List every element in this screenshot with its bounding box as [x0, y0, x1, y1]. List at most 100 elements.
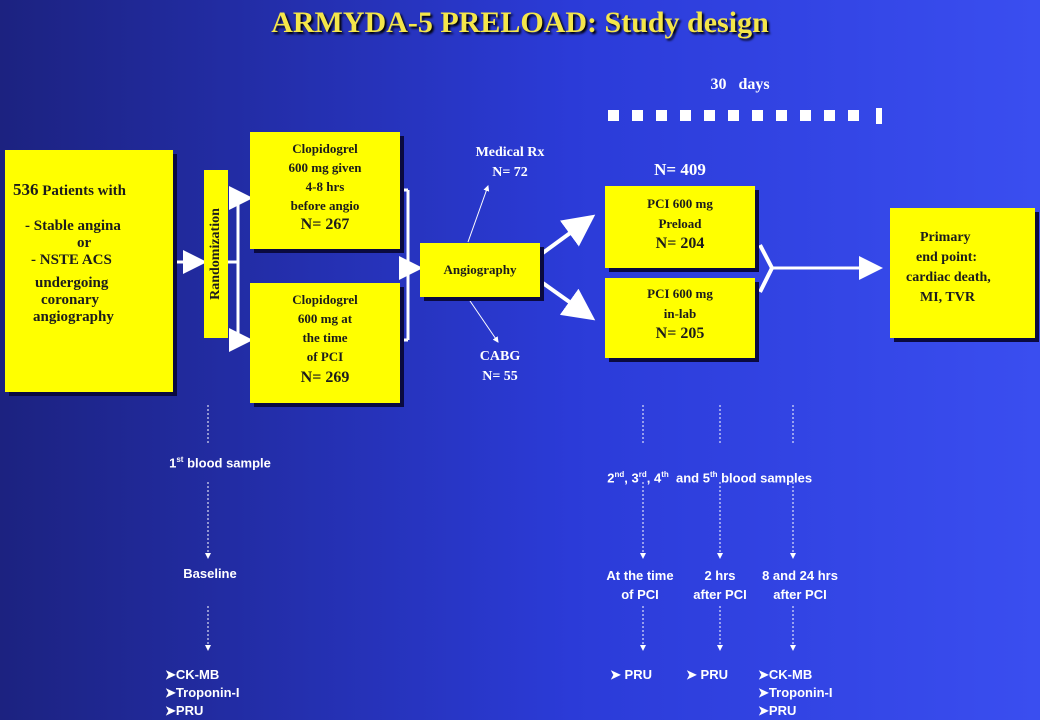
arm-a-line1: Clopidogrel	[292, 141, 358, 156]
patients-line2: - Stable angina	[25, 218, 121, 234]
timepoint-8-24hrs: 8 and 24 hrs after PCI	[750, 566, 850, 604]
later-e: blood samples	[717, 470, 813, 486]
timeline-square	[728, 110, 739, 121]
timepoint-at-pci-line2: of PCI	[621, 587, 659, 602]
first-sample-label: 1st blood sample	[150, 455, 290, 470]
arrowhead-icon: ➤	[610, 667, 621, 682]
arrow-cabg	[467, 297, 499, 343]
arrowhead-icon: ➤	[165, 667, 176, 682]
arm-a-box: Clopidogrel 600 mg given 4-8 hrs before …	[250, 132, 400, 249]
patients-with-label: Patients with	[38, 183, 126, 199]
pci-inlab-line2: in-lab	[663, 306, 697, 321]
arm-a-line4: before angio	[290, 198, 360, 213]
later-d: and 5	[668, 470, 710, 486]
angiography-label: Angiography	[443, 262, 517, 277]
days-label: 30 days	[710, 76, 770, 93]
arrowhead-icon: ➤	[165, 685, 176, 700]
timepoint-2hrs-line1: 2 hrs	[704, 568, 736, 583]
later-a: 2	[607, 470, 615, 486]
timeline-square	[752, 110, 763, 121]
arrowhead-icon: ➤	[758, 667, 769, 682]
later-samples-label: 2nd, 3rd, 4th and 5th blood samples	[600, 455, 850, 485]
first-sample-sup: st	[176, 455, 184, 464]
later-a-sup: nd	[614, 470, 625, 479]
later-b-sup: rd	[638, 470, 647, 479]
marker-item: ➤PRU	[165, 703, 204, 718]
timeline-square	[848, 110, 859, 121]
pci-inlab-box: PCI 600 mg in-lab N= 205	[605, 278, 755, 358]
arrowhead-icon: ➤	[758, 685, 769, 700]
arrowhead-icon: ➤	[686, 667, 697, 682]
endpoint-line4: MI, TVR	[920, 290, 975, 305]
cabg-label: CABG N= 55	[450, 347, 550, 387]
arm-a-n: N= 267	[300, 216, 350, 233]
marker-item: ➤CK-MB	[758, 667, 813, 682]
pci-total-n: N= 409	[654, 160, 706, 179]
medical-rx-title: Medical Rx	[475, 145, 545, 160]
arm-b-line1: Clopidogrel	[292, 292, 358, 307]
marker-item: ➤ PRU	[610, 667, 652, 682]
patients-line7: angiography	[33, 309, 114, 325]
pci-preload-n: N= 204	[655, 235, 705, 252]
timeline-square	[632, 110, 643, 121]
later-b: , 3	[624, 470, 639, 486]
marker-item: ➤Troponin-I	[165, 685, 240, 700]
patients-line4: - NSTE ACS	[31, 252, 112, 268]
patients-line1: 536 Patients with	[5, 180, 173, 200]
markers-2hrs: ➤ PRU	[686, 666, 728, 684]
patients-count: 536	[13, 180, 39, 199]
pci-preload-box: PCI 600 mg Preload N= 204	[605, 186, 755, 268]
endpoint-line3: cardiac death,	[906, 270, 991, 285]
pci-preload-line2: Preload	[658, 216, 702, 231]
endpoint-line1: Primary	[920, 230, 971, 245]
angiography-box: Angiography	[420, 243, 540, 297]
timepoint-at-pci: At the time of PCI	[595, 566, 685, 604]
arrow-medical-rx	[467, 185, 490, 243]
timeline-square	[680, 110, 691, 121]
timeline-square	[876, 108, 882, 124]
timepoint-8-24hrs-line2: after PCI	[773, 587, 827, 602]
timeline-square	[800, 110, 811, 121]
pci-inlab-line1: PCI 600 mg	[647, 286, 713, 301]
arm-b-line4: of PCI	[306, 349, 344, 364]
timeline-square	[656, 110, 667, 121]
timepoint-2hrs: 2 hrs after PCI	[680, 566, 760, 604]
arm-b-line2: 600 mg at	[297, 311, 353, 326]
medical-rx-n: N= 72	[492, 165, 528, 180]
timepoint-2hrs-line2: after PCI	[693, 587, 747, 602]
patients-line5: undergoing	[35, 275, 109, 291]
timepoint-8-24hrs-line1: 8 and 24 hrs	[762, 568, 838, 583]
arm-b-box: Clopidogrel 600 mg at the time of PCI N=…	[250, 283, 400, 403]
medical-rx-label: Medical Rx N= 72	[445, 143, 575, 183]
marker-item: ➤PRU	[758, 703, 797, 718]
first-sample-num: 1	[169, 455, 177, 471]
marker-item: ➤ PRU	[686, 667, 728, 682]
markers-8-24hrs: ➤CK-MB ➤Troponin-I ➤PRU	[758, 666, 832, 720]
randomization-label: Randomization	[208, 208, 223, 300]
later-c: , 4	[646, 470, 662, 486]
arm-b-n: N= 269	[300, 369, 350, 386]
markers-at-pci: ➤ PRU	[610, 666, 652, 684]
arm-a-line3: 4-8 hrs	[305, 179, 345, 194]
pci-preload-line1: PCI 600 mg	[647, 196, 713, 211]
timepoint-at-pci-line1: At the time	[606, 568, 674, 583]
timeline-square	[704, 110, 715, 121]
randomization-box: Randomization	[204, 170, 228, 338]
later-c-sup: th	[661, 470, 669, 479]
arrow-pci-inlab	[538, 279, 596, 321]
timeline-square	[776, 110, 787, 121]
page-title: ARMYDA-5 PRELOAD: Study design	[271, 6, 769, 39]
join-top	[758, 244, 774, 269]
timepoint-baseline: Baseline	[183, 566, 237, 581]
marker-item: ➤CK-MB	[165, 667, 220, 682]
arrowhead-icon: ➤	[758, 703, 769, 718]
endpoint-line2: end point:	[916, 250, 978, 265]
cabg-title: CABG	[479, 349, 521, 364]
patients-box: 536 Patients with - Stable angina or - N…	[5, 150, 173, 392]
arm-b-line3: the time	[302, 330, 348, 345]
first-sample-text: blood sample	[183, 455, 271, 471]
patients-line3: or	[77, 235, 92, 251]
cabg-n: N= 55	[482, 369, 518, 384]
arrow-pci-preload	[538, 214, 596, 257]
